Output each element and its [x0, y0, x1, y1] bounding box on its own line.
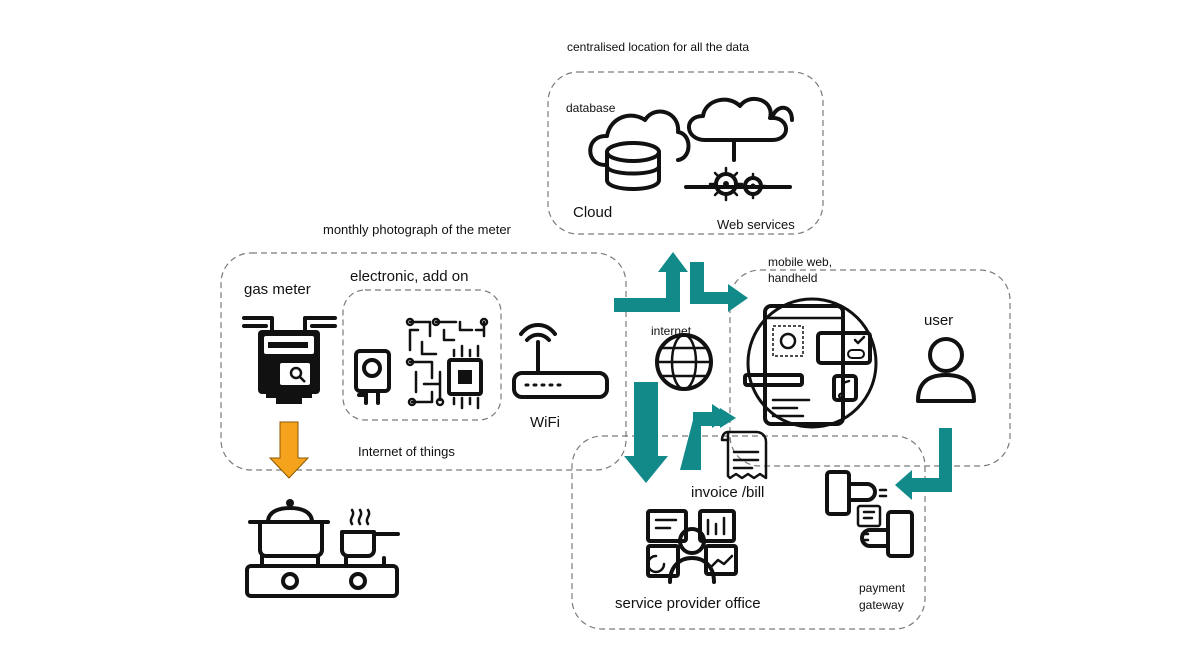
wifi-router-icon	[512, 323, 609, 399]
camera-module-icon	[354, 349, 391, 405]
invoice-bill-label: invoice /bill	[691, 484, 765, 501]
globe-icon	[655, 333, 713, 391]
cloud-web-services-icon	[684, 96, 794, 202]
payment-gateway-label-line2: gateway	[859, 598, 904, 612]
mobile-web-label-line2: handheld	[768, 271, 818, 285]
user-group-box	[729, 269, 1011, 467]
cloud-database-icon	[588, 109, 691, 191]
service-provider-office-label: service provider office	[615, 595, 761, 612]
monthly-photo-label: monthly photograph of the meter	[323, 222, 511, 237]
iot-group-box	[220, 252, 627, 471]
gas-meter-label: gas meter	[244, 281, 311, 298]
cloud-group-box	[547, 71, 824, 235]
arrow-user-to-payment	[895, 428, 952, 500]
arrow-internet-to-office	[624, 382, 668, 483]
arrow-cloud-to-mobile	[690, 262, 748, 312]
internet-label: internet	[651, 324, 692, 338]
arrow-office-to-mobile	[680, 404, 736, 470]
database-label: database	[566, 101, 616, 115]
arrow-addon-to-cloud	[614, 252, 688, 312]
electronic-addon-label: electronic, add on	[350, 268, 469, 285]
addon-group-box	[342, 289, 502, 421]
internet-of-things-label: Internet of things	[358, 444, 455, 459]
user-label: user	[924, 312, 954, 329]
mobile-web-label-line1: mobile web,	[768, 255, 833, 269]
stove-pots-icon	[245, 499, 400, 598]
wifi-label: WiFi	[530, 414, 560, 431]
cloud-label: Cloud	[573, 204, 613, 221]
gas-meter-icon	[242, 316, 337, 404]
service-office-icon	[646, 509, 738, 584]
mobile-app-icon	[743, 297, 878, 429]
web-services-label: Web services	[717, 217, 795, 232]
circuit-board-icon	[405, 317, 489, 410]
cloud-caption: centralised location for all the data	[567, 40, 750, 54]
payment-gateway-icon	[825, 470, 914, 558]
invoice-icon	[720, 430, 768, 480]
payment-gateway-label-line1: payment	[859, 581, 906, 595]
arrow-meter-to-stove	[268, 421, 310, 479]
user-icon	[916, 337, 976, 403]
